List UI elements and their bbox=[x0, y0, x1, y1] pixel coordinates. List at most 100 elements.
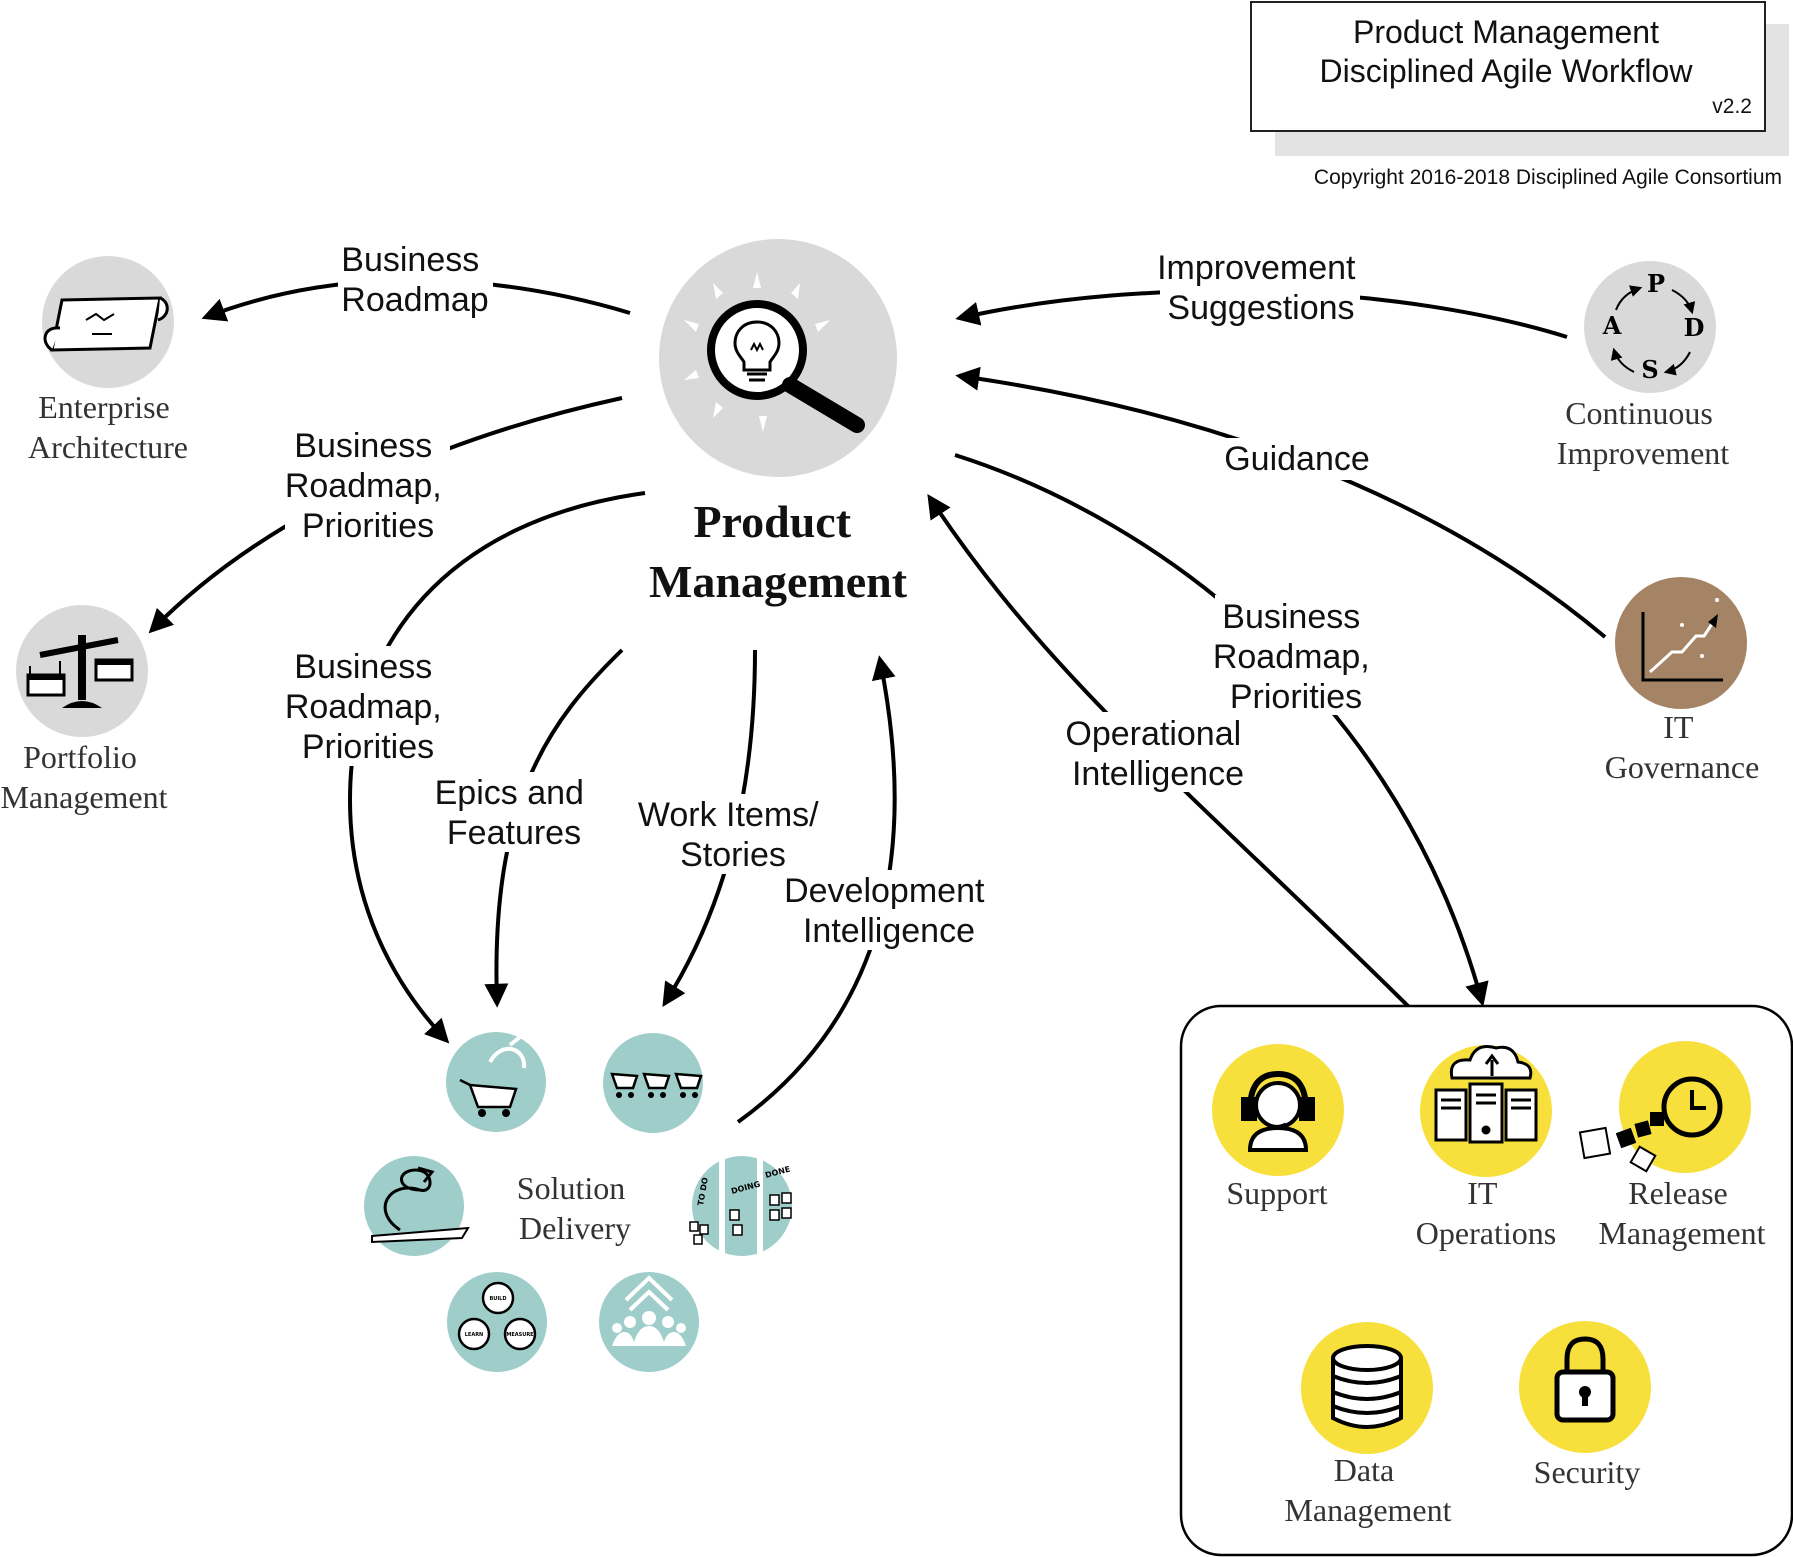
node-label: Governance bbox=[1605, 749, 1760, 785]
svg-text:Improvement Suggestions: Improvement Suggestions bbox=[1157, 249, 1365, 327]
flow-label: Stories bbox=[680, 836, 786, 874]
loop-arrow-icon bbox=[364, 1156, 470, 1256]
flow-label: Operational bbox=[1065, 715, 1241, 753]
node-label: Improvement bbox=[1557, 435, 1730, 471]
flow-label: Business bbox=[341, 241, 479, 279]
node-label: Portfolio bbox=[23, 739, 137, 775]
svg-text:Business Roadmap,: Business Roadmap, Priorities bbox=[1213, 598, 1379, 716]
flow-label: Improvement bbox=[1157, 249, 1356, 287]
product-management-title-line2: Management bbox=[649, 556, 908, 607]
node-label: IT bbox=[1663, 709, 1694, 745]
flow-label: Suggestions bbox=[1167, 289, 1354, 327]
svg-text:Enterprise Architecture: Enterprise Architecture bbox=[28, 389, 188, 465]
svg-text:Product Management: Product Management bbox=[649, 496, 908, 607]
blueprint-scroll-icon bbox=[43, 296, 169, 352]
flow-label: Roadmap, bbox=[285, 688, 442, 726]
flow-label: Business bbox=[1222, 598, 1360, 636]
svg-text:Development Intelligence: Development Intelligence bbox=[784, 872, 994, 950]
cart-refresh-icon bbox=[446, 1032, 546, 1132]
release-clock-icon bbox=[1578, 1076, 1723, 1173]
svg-text:Operational Intelligence: Operational Intelligence bbox=[1065, 715, 1250, 793]
solution-delivery-node: TO DO DOING DONE BUILD LEARN bbox=[364, 1032, 792, 1372]
svg-text:IT Governance: IT Governance bbox=[1605, 709, 1760, 785]
continuous-improvement-node: P D S A Continuous Improvement bbox=[1557, 261, 1730, 471]
flow-label: Roadmap bbox=[341, 281, 488, 319]
node-label: Architecture bbox=[28, 429, 188, 465]
svg-text:Solution Delivery: Solution Delivery bbox=[517, 1170, 633, 1246]
lean-measure-label: MEASURE bbox=[506, 1332, 534, 1338]
svg-text:Work Items/ Stories: Work Items/ Stories bbox=[638, 796, 828, 874]
database-icon bbox=[1331, 1344, 1403, 1429]
portfolio-management-node: Portfolio Management bbox=[0, 605, 168, 815]
flow-label: Development bbox=[784, 872, 985, 910]
node-label: Enterprise bbox=[38, 389, 170, 425]
pdsa-s: S bbox=[1641, 355, 1658, 384]
flow-label: Work Items/ bbox=[638, 796, 819, 834]
enterprise-architecture-node: Enterprise Architecture bbox=[28, 256, 188, 465]
node-label: Management bbox=[1284, 1492, 1451, 1528]
node-label: IT bbox=[1467, 1175, 1498, 1211]
node-label: Release bbox=[1628, 1175, 1728, 1211]
svg-text:Epics and Features: Epics and Features bbox=[435, 774, 594, 852]
support-node: Support bbox=[1212, 1044, 1344, 1211]
node-label: Delivery bbox=[519, 1210, 631, 1246]
three-carts-icon bbox=[603, 1033, 703, 1133]
pdsa-p: P bbox=[1647, 269, 1665, 298]
security-node: Security bbox=[1519, 1321, 1651, 1490]
flow-label: Business bbox=[294, 648, 432, 686]
svg-text:IT Operations: IT Operations bbox=[1416, 1175, 1556, 1251]
it-governance-node: IT Governance bbox=[1605, 577, 1760, 785]
release-management-node: Release Management bbox=[1578, 1041, 1766, 1251]
flow-label: Intelligence bbox=[803, 912, 975, 950]
svg-text:Release Management: Release Management bbox=[1598, 1175, 1765, 1251]
team-icon bbox=[599, 1272, 699, 1372]
node-label: Continuous bbox=[1565, 395, 1713, 431]
balance-scale-icon bbox=[26, 635, 134, 708]
svg-text:Data Management: Data Management bbox=[1284, 1452, 1451, 1528]
servers-cloud-icon bbox=[1434, 1045, 1538, 1144]
node-label: Support bbox=[1226, 1175, 1327, 1211]
title-line1: Product Management bbox=[1353, 14, 1659, 50]
flow-label: Business bbox=[294, 427, 432, 465]
flow-label: Priorities bbox=[1230, 678, 1362, 716]
title-version: v2.2 bbox=[1712, 95, 1752, 118]
flow-label: Priorities bbox=[302, 728, 434, 766]
flow-label: Roadmap, bbox=[285, 467, 442, 505]
lock-icon bbox=[1554, 1336, 1616, 1423]
data-management-node: Data Management bbox=[1284, 1322, 1452, 1528]
svg-text:Business Roadmap,: Business Roadmap, Priorities bbox=[285, 427, 451, 545]
lean-learn-label: LEARN bbox=[465, 1332, 484, 1338]
node-label: Security bbox=[1534, 1454, 1641, 1490]
flow-label: Roadmap, bbox=[1213, 638, 1370, 676]
node-label: Data bbox=[1334, 1452, 1394, 1488]
pdsa-cycle-icon: P D S A bbox=[1602, 269, 1705, 384]
growth-chart-icon bbox=[1641, 598, 1723, 682]
copyright-text: Copyright 2016-2018 Disciplined Agile Co… bbox=[1314, 166, 1782, 189]
headset-icon bbox=[1241, 1070, 1315, 1152]
kanban-board-icon: TO DO DOING DONE bbox=[689, 1156, 792, 1256]
lean-build-label: BUILD bbox=[489, 1296, 506, 1302]
node-label: Operations bbox=[1416, 1215, 1556, 1251]
svg-text:Portfolio Management: Portfolio Management bbox=[0, 739, 167, 815]
flow-labels: Business Roadmap Business Roadmap, Prior… bbox=[285, 238, 1380, 950]
flow-label: Features bbox=[447, 814, 581, 852]
product-management-node: Product Management bbox=[649, 239, 908, 607]
flow-label: Epics and bbox=[435, 774, 584, 812]
svg-text:Continuous Improvement: Continuous Improvement bbox=[1557, 395, 1730, 471]
svg-text:Business Roadmap,: Business Roadmap, Priorities bbox=[285, 648, 451, 766]
operations-group: Support IT Operations bbox=[1179, 1004, 1793, 1557]
lightbulb-magnifier-icon bbox=[684, 272, 865, 433]
pdsa-d: D bbox=[1684, 313, 1705, 342]
node-label: Solution bbox=[517, 1170, 625, 1206]
flow-label: Intelligence bbox=[1072, 755, 1244, 793]
svg-text:Business Roadmap: Business Roadmap bbox=[341, 241, 488, 319]
node-label: Management bbox=[0, 779, 167, 815]
it-operations-node: IT Operations bbox=[1416, 1045, 1556, 1251]
build-measure-learn-icon: BUILD LEARN MEASURE bbox=[447, 1272, 547, 1372]
pdsa-a: A bbox=[1602, 311, 1622, 340]
flow-label: Guidance bbox=[1224, 440, 1370, 478]
title-line2: Disciplined Agile Workflow bbox=[1320, 53, 1694, 89]
node-label: Management bbox=[1598, 1215, 1765, 1251]
product-management-title-line1: Product bbox=[693, 496, 851, 547]
